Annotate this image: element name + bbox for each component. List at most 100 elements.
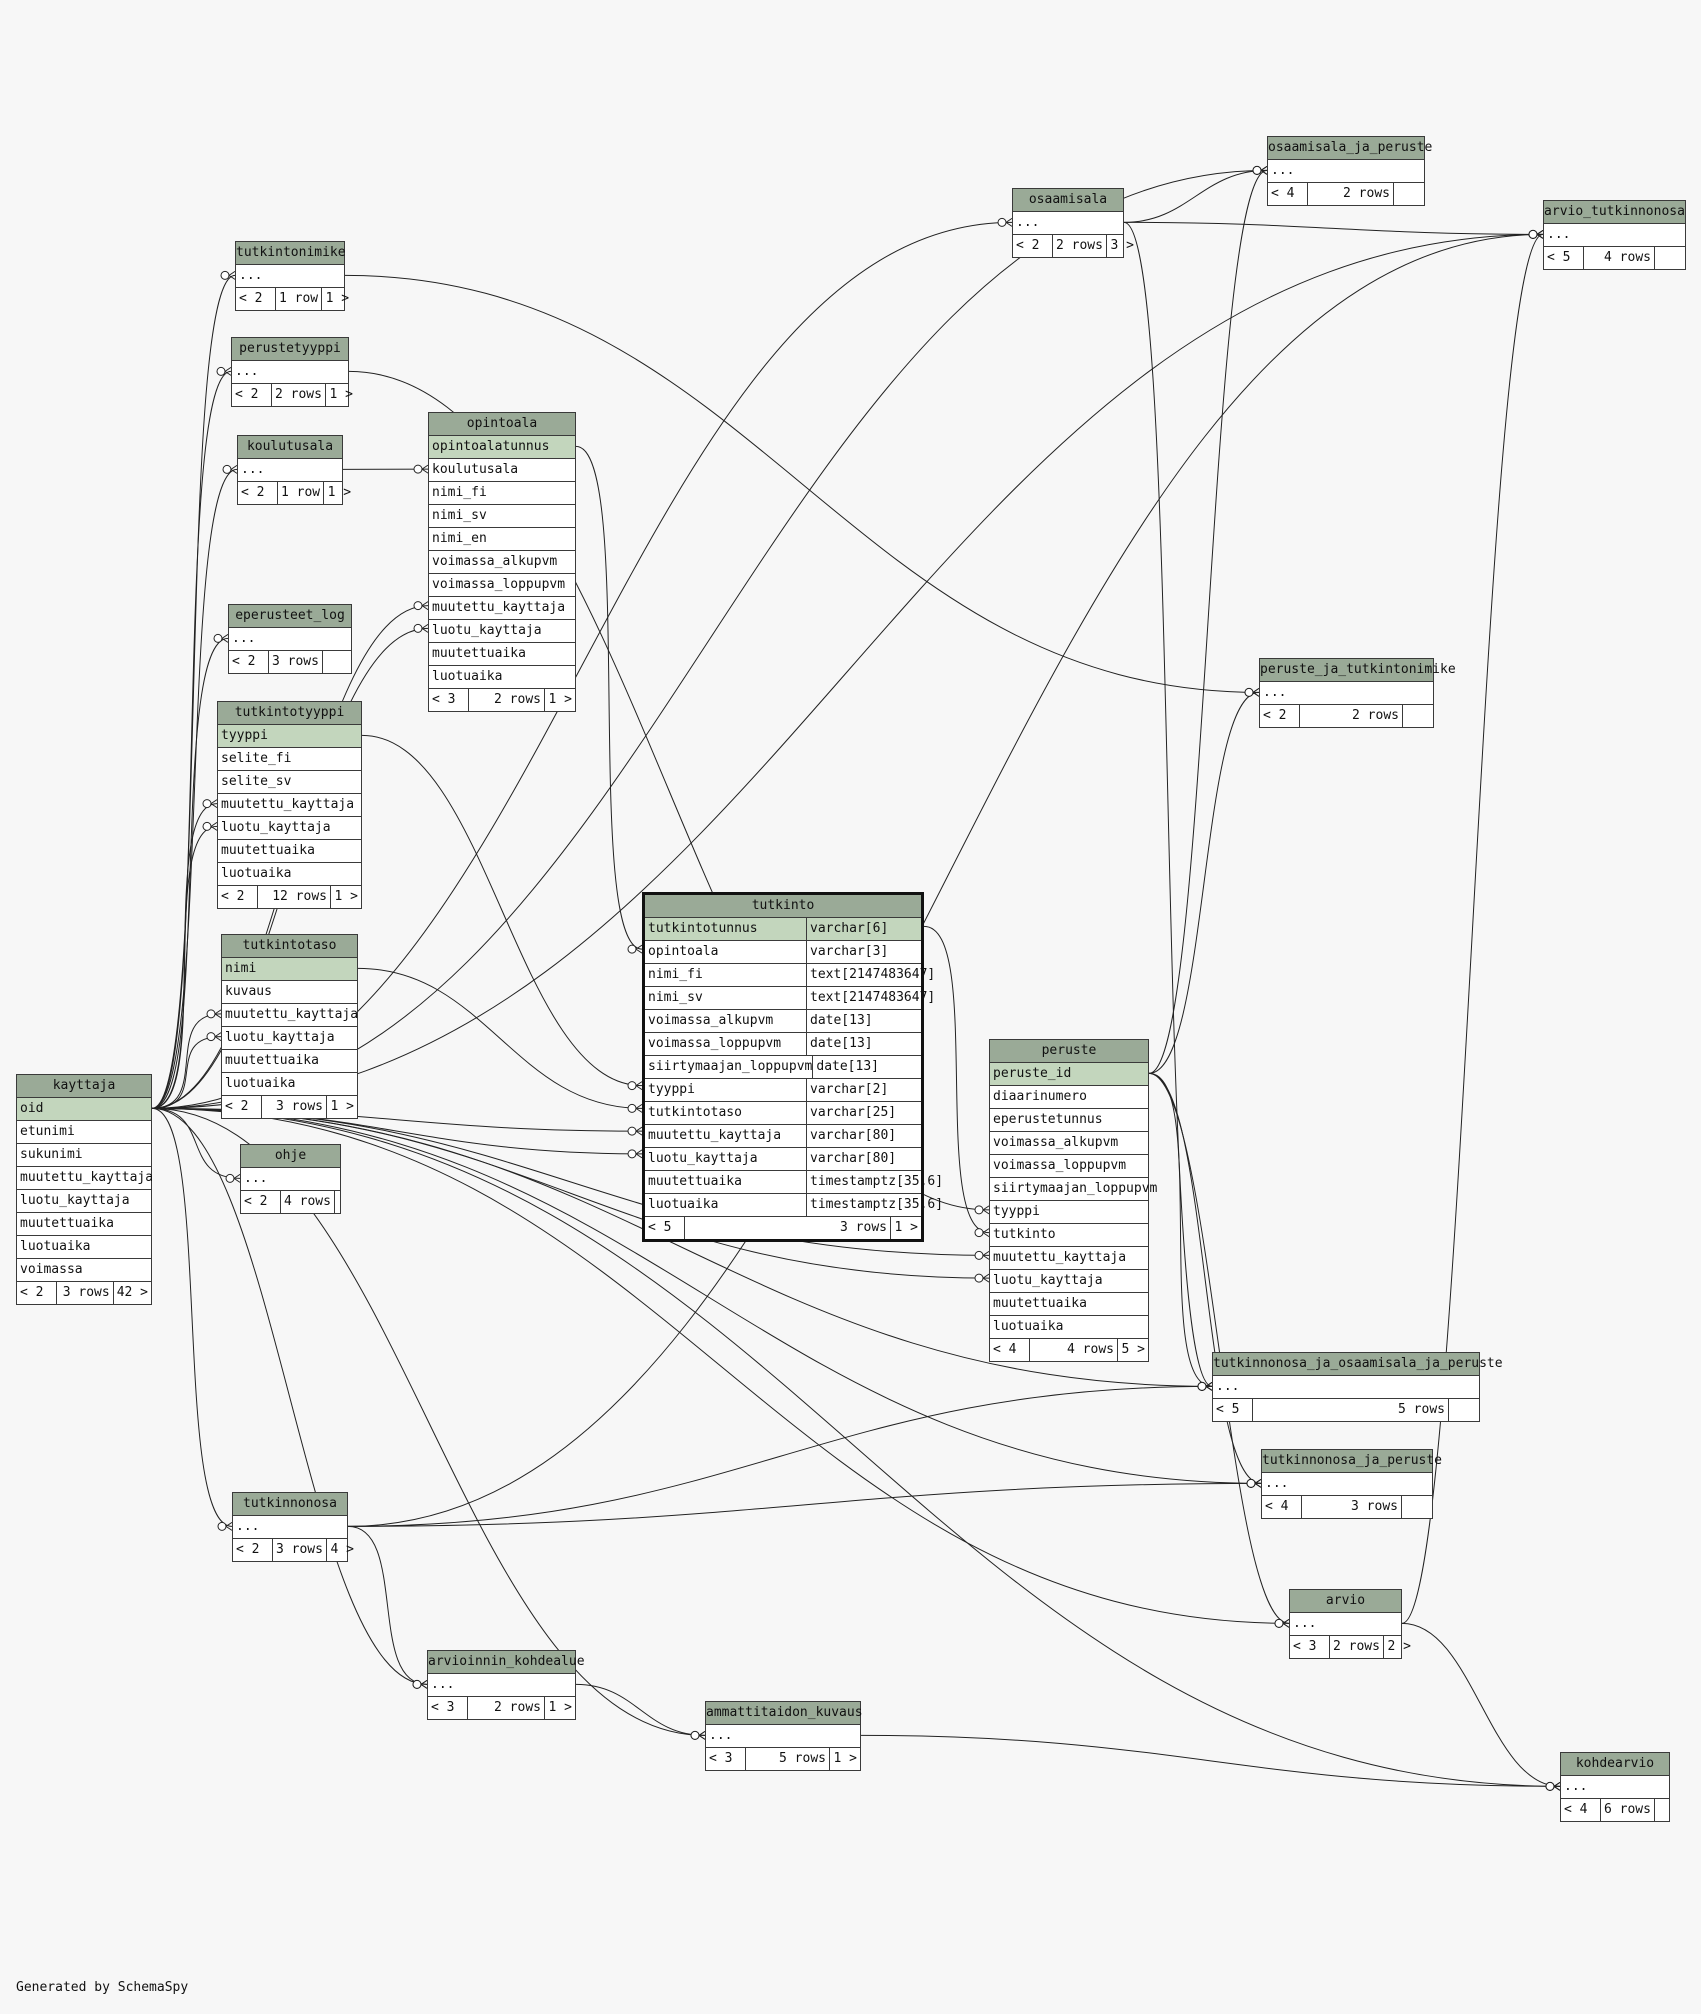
crowfoot-marker <box>1536 229 1544 239</box>
table-title[interactable]: tutkinnonosa_ja_peruste <box>1262 1450 1442 1473</box>
table-title[interactable]: eperusteet_log <box>229 605 351 628</box>
row-count: 2 rows <box>1330 1636 1384 1658</box>
relationship-line <box>151 825 218 1109</box>
column-row: ... <box>241 1168 340 1191</box>
relationship-line <box>347 1385 1213 1527</box>
column-name: tyyppi <box>648 1082 695 1097</box>
row-count: 2 rows <box>1300 705 1403 727</box>
relationship-line <box>344 274 1260 693</box>
table-title[interactable]: peruste <box>990 1040 1148 1063</box>
table-title[interactable]: kayttaja <box>17 1075 151 1098</box>
row-count: 2 rows <box>272 384 326 406</box>
table-title[interactable]: tutkintonimike <box>236 242 346 265</box>
column-name: voimassa <box>20 1262 83 1277</box>
column-name: peruste_id <box>993 1066 1072 1081</box>
crowfoot-marker <box>421 623 429 633</box>
column-row: selite_sv <box>218 771 361 794</box>
relationship-line <box>1148 1072 1213 1387</box>
column-row: luotu_kayttaja <box>990 1270 1148 1293</box>
column-name: ... <box>1271 163 1295 178</box>
parents-count: < 2 <box>241 1191 281 1213</box>
crowfoot-marker <box>1282 1618 1290 1628</box>
table-title[interactable]: peruste_ja_tutkintonimike <box>1260 659 1456 682</box>
column-name: luotu_kayttaja <box>221 820 331 835</box>
children-count: 1 > <box>548 1700 572 1715</box>
table-title[interactable]: koulutusala <box>238 436 342 459</box>
column-type: varchar[25] <box>806 1102 896 1124</box>
column-name: ... <box>241 462 265 477</box>
table-tutkinnonosa-ja-osaamisala-ja-peruste[interactable]: tutkinnonosa_ja_osaamisala_ja_peruste...… <box>1212 1352 1503 1422</box>
table-title[interactable]: tutkintotaso <box>222 935 357 958</box>
table-title[interactable]: opintoala <box>429 413 575 436</box>
column-name: opintoalatunnus <box>432 439 550 454</box>
table-title[interactable]: osaamisala <box>1013 189 1123 212</box>
children-count <box>1655 1799 1685 1821</box>
crowfoot-marker <box>1197 1381 1207 1391</box>
relationship-line <box>151 1107 241 1179</box>
column-row: muutettu_kayttaja <box>218 794 361 817</box>
row-count: 5 rows <box>1253 1399 1449 1421</box>
table-title[interactable]: kohdearvio <box>1561 1753 1669 1776</box>
table-title[interactable]: arvio_tutkinnonosa <box>1544 201 1685 224</box>
column-type: varchar[3] <box>806 941 888 963</box>
column-name: voimassa_loppupvm <box>648 1036 782 1051</box>
column-name: voimassa_alkupvm <box>648 1013 774 1028</box>
crowfoot-marker <box>627 1103 637 1113</box>
table-title[interactable]: perustetyyppi <box>232 338 348 361</box>
crowfoot-marker <box>216 366 226 376</box>
table-title[interactable]: arvioinnin_kohdealue <box>428 1651 585 1674</box>
column-name: luotu_kayttaja <box>648 1151 758 1166</box>
column-row: luotuaika <box>218 863 361 886</box>
table-title[interactable]: ammattitaidon_kuvaus <box>706 1702 863 1725</box>
column-name: nimi_fi <box>648 967 703 982</box>
column-row: luotuaika <box>17 1236 151 1259</box>
column-name: voimassa_loppupvm <box>432 577 566 592</box>
table-title[interactable]: tutkinnonosa <box>233 1493 347 1516</box>
children-count: 1 > <box>327 485 352 500</box>
column-type: timestamptz[35,6] <box>806 1171 943 1193</box>
column-type: text[2147483647] <box>806 987 935 1009</box>
column-row: luotu_kayttaja <box>222 1027 357 1050</box>
table-title[interactable]: tutkintotyyppi <box>218 702 361 725</box>
table-title[interactable]: tutkinto <box>645 895 921 918</box>
column-row: muutettu_kayttaja <box>17 1167 153 1190</box>
column-row: muutettu_kayttaja <box>429 597 575 620</box>
row-count: 3 rows <box>57 1282 114 1304</box>
column-row: ... <box>428 1674 575 1697</box>
table-title[interactable]: ohje <box>241 1145 340 1168</box>
primary-key-row: oid <box>17 1098 151 1121</box>
table-title[interactable]: tutkinnonosa_ja_osaamisala_ja_peruste <box>1213 1353 1503 1376</box>
column-row: ... <box>1262 1473 1432 1496</box>
column-name: nimi_sv <box>432 508 487 523</box>
crowfoot-marker <box>421 464 429 474</box>
table-title[interactable]: osaamisala_ja_peruste <box>1268 137 1432 160</box>
relationship-line <box>347 1482 1262 1527</box>
table-title[interactable]: arvio <box>1290 1590 1401 1613</box>
